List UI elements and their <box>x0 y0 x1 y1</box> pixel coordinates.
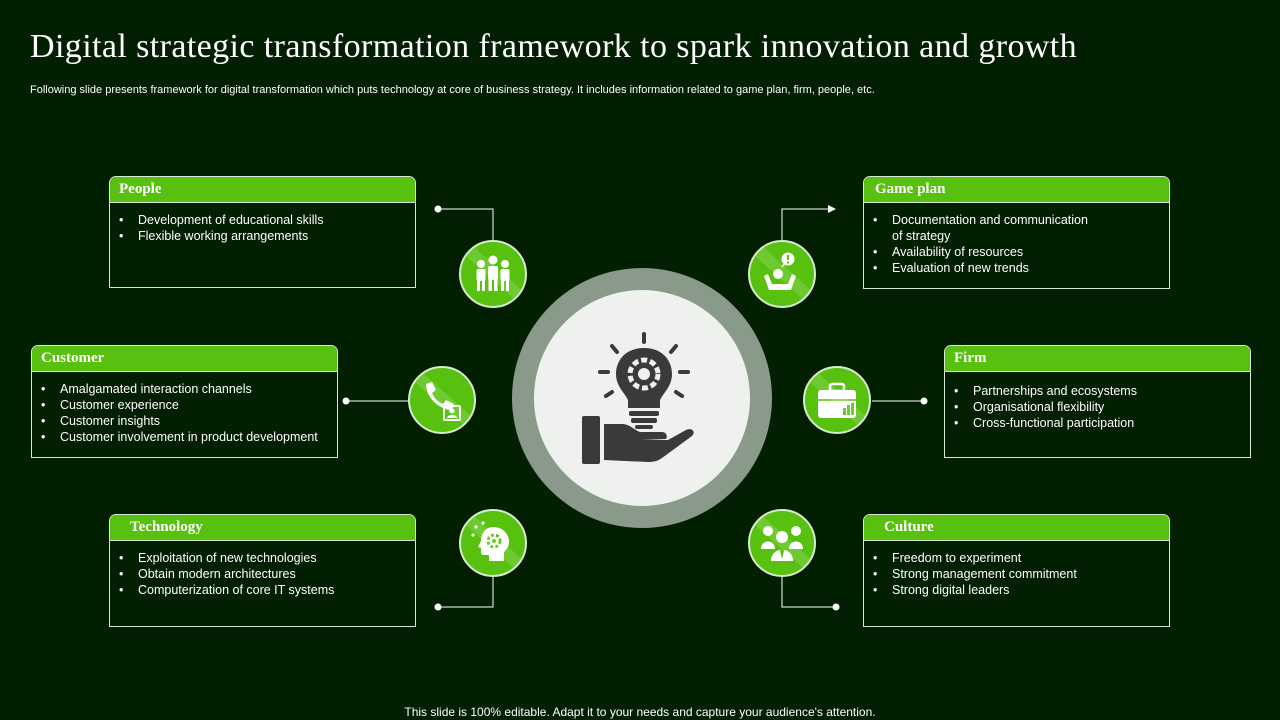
page-subtitle: Following slide presents framework for d… <box>30 84 875 96</box>
people-connector <box>438 208 494 240</box>
technology-connector <box>438 576 494 608</box>
list-item: Freedom to experiment <box>873 550 1161 566</box>
game-plan-list: Documentation and communication of strat… <box>864 203 1169 276</box>
culture-connector-dot <box>832 603 840 611</box>
customer-list: Amalgamated interaction channels Custome… <box>32 372 337 445</box>
culture-list: Freedom to experiment Strong management … <box>864 541 1169 598</box>
list-item: Customer insights <box>41 413 329 429</box>
people-connector-dot <box>434 205 442 213</box>
technology-list: Exploitation of new technologies Obtain … <box>110 541 415 598</box>
game-plan-title: Game plan <box>864 177 1169 203</box>
list-item: Availability of resources <box>873 244 1161 260</box>
business-team-icon <box>761 526 803 561</box>
list-item: Evaluation of new trends <box>873 260 1161 276</box>
list-item: Computerization of core IT systems <box>119 582 407 598</box>
team-icon <box>476 255 510 291</box>
technology-icon-circle <box>459 509 527 577</box>
people-icon-circle <box>459 240 527 308</box>
list-item: Organisational flexibility <box>954 399 1242 415</box>
firm-box: Firm Partnerships and ecosystems Organis… <box>944 345 1251 458</box>
center-ring <box>512 268 772 528</box>
phone-contact-icon <box>426 382 461 421</box>
customer-icon-circle <box>408 366 476 434</box>
culture-title: Culture <box>864 515 1169 541</box>
person-alert-icon <box>764 252 796 290</box>
page-title: Digital strategic transformation framewo… <box>30 28 1078 65</box>
culture-connector <box>781 576 836 608</box>
customer-box: Customer Amalgamated interaction channel… <box>31 345 338 458</box>
lightbulb-gear-hand-icon <box>582 332 694 464</box>
list-item: Strong management commitment <box>873 566 1161 582</box>
game-plan-connector <box>781 205 836 240</box>
list-item: Development of educational skills <box>119 212 407 228</box>
list-item: Cross-functional participation <box>954 415 1242 431</box>
technology-title: Technology <box>110 515 415 541</box>
head-gear-icon <box>471 521 509 561</box>
list-item: Customer involvement in product developm… <box>41 429 329 445</box>
list-item: Obtain modern architectures <box>119 566 407 582</box>
footer-note: This slide is 100% editable. Adapt it to… <box>404 705 876 719</box>
list-item: Partnerships and ecosystems <box>954 383 1242 399</box>
customer-title: Customer <box>32 346 337 372</box>
list-item: Exploitation of new technologies <box>119 550 407 566</box>
firm-connector-dot <box>920 397 928 405</box>
list-item: Flexible working arrangements <box>119 228 407 244</box>
list-item: Documentation and communication <box>873 212 1161 228</box>
briefcase-chart-icon <box>818 382 856 418</box>
customer-connector-dot <box>342 397 350 405</box>
list-item: Amalgamated interaction channels <box>41 381 329 397</box>
center-circle <box>534 290 750 506</box>
list-item: Customer experience <box>41 397 329 413</box>
people-list: Development of educational skills Flexib… <box>110 203 415 244</box>
technology-box: Technology Exploitation of new technolog… <box>109 514 416 627</box>
firm-list: Partnerships and ecosystems Organisation… <box>945 372 1250 431</box>
culture-box: Culture Freedom to experiment Strong man… <box>863 514 1170 627</box>
people-box: People Development of educational skills… <box>109 176 416 288</box>
list-item: of strategy <box>892 229 951 243</box>
firm-icon-circle <box>803 366 871 434</box>
culture-icon-circle <box>748 509 816 577</box>
game-plan-box: Game plan Documentation and communicatio… <box>863 176 1170 289</box>
list-item: Strong digital leaders <box>873 582 1161 598</box>
technology-connector-dot <box>434 603 442 611</box>
game-plan-icon-circle <box>748 240 816 308</box>
firm-title: Firm <box>945 346 1250 372</box>
people-title: People <box>110 177 415 203</box>
